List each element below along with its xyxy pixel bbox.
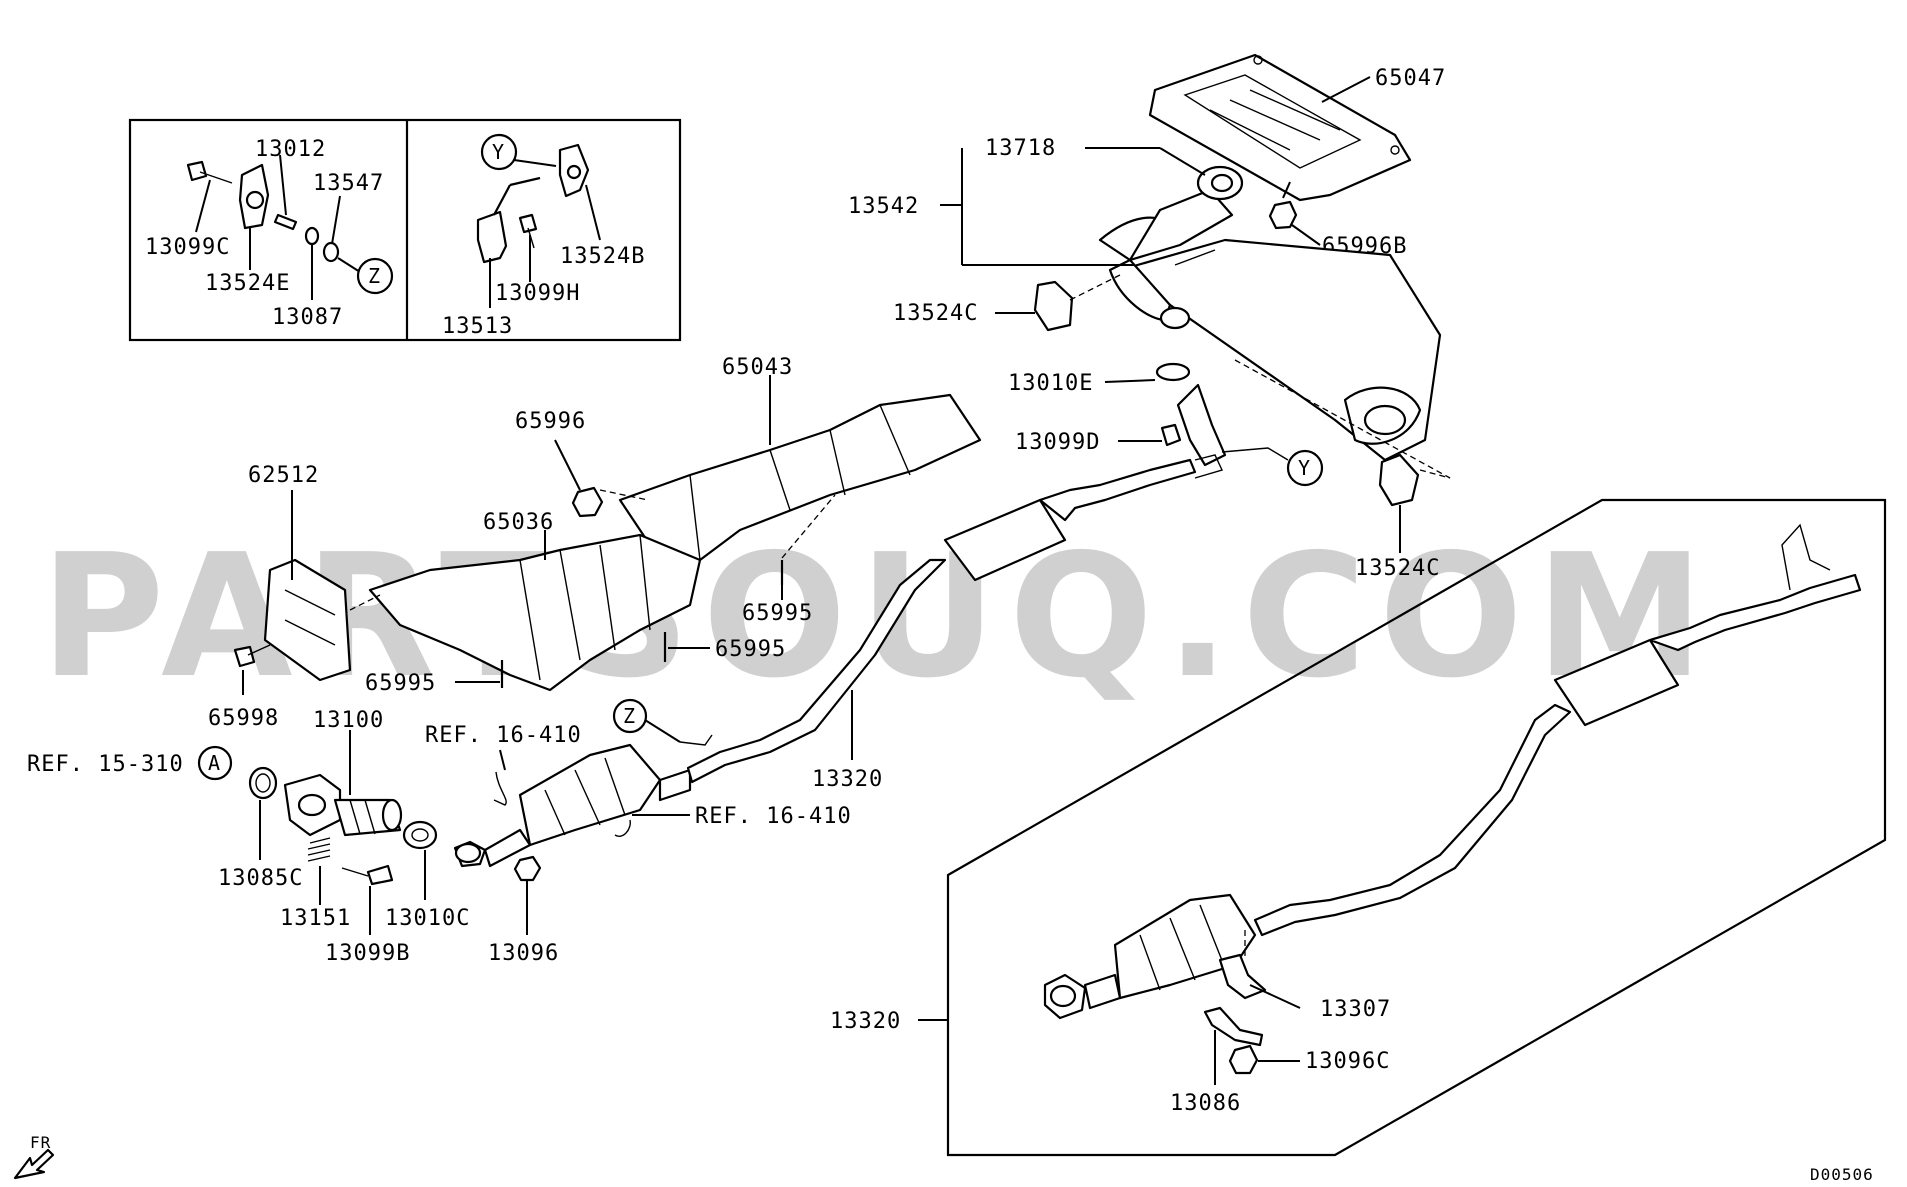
label-13099B: 13099B <box>325 941 410 966</box>
bolt-65998-icon <box>233 644 271 668</box>
circle-ref-y-main: Y <box>1298 456 1310 480</box>
bracket-13513-icon <box>476 176 541 264</box>
label-ref-16-410-b: REF. 16-410 <box>695 804 852 829</box>
label-13100: 13100 <box>313 708 384 733</box>
bolt-13099C-icon <box>186 160 233 184</box>
washer-13087-icon <box>304 226 320 246</box>
front-indicator-label: FR <box>30 1133 51 1152</box>
label-13320-inset: 13320 <box>830 1009 901 1034</box>
label-13547: 13547 <box>313 171 384 196</box>
detail-box: Y Z 13012 13547 13099C 13524E 13087 1352… <box>128 118 682 342</box>
label-13096C: 13096C <box>1305 1049 1390 1074</box>
label-ref-16-410-a: REF. 16-410 <box>425 723 582 748</box>
heat-protector-65047 <box>1148 53 1412 202</box>
label-65995-b: 65995 <box>715 637 786 662</box>
label-ref-15-310: REF. 15-310 <box>27 752 184 777</box>
nut-65996B-icon <box>1268 200 1298 230</box>
label-13099D: 13099D <box>1015 430 1100 455</box>
label-65043: 65043 <box>722 355 793 380</box>
gasket-13010C-icon <box>402 820 438 850</box>
gasket-13085C-icon <box>248 766 278 800</box>
label-13096: 13096 <box>488 941 559 966</box>
label-13086: 13086 <box>1170 1091 1241 1116</box>
nut-13096-icon <box>513 855 542 882</box>
label-13718: 13718 <box>985 136 1056 161</box>
bracket-13307-icon <box>1218 953 1267 1000</box>
label-13012: 13012 <box>255 137 326 162</box>
label-13524C-bottom: 13524C <box>1355 556 1440 581</box>
pin-13012-icon <box>273 213 298 231</box>
bracket-62512 <box>263 558 352 682</box>
label-13307: 13307 <box>1320 997 1391 1022</box>
label-13320-main: 13320 <box>812 767 883 792</box>
center-pipe-13320-main <box>686 454 1223 784</box>
front-pipe-13100 <box>283 773 403 837</box>
label-13087: 13087 <box>272 305 343 330</box>
hanger-13524C-bottom-icon <box>1378 453 1420 507</box>
label-13524B: 13524B <box>560 244 645 269</box>
label-13099C: 13099C <box>145 235 230 260</box>
inset-box <box>946 498 1887 1157</box>
label-13524E: 13524E <box>205 271 290 296</box>
bolt-13099H-icon <box>518 213 538 249</box>
gasket-13010E-icon <box>1155 362 1191 382</box>
label-65996: 65996 <box>515 409 586 434</box>
front-arrow-icon <box>13 1148 55 1180</box>
bracket-13086-icon <box>1203 1006 1264 1047</box>
bracket-13099D-icon <box>1176 383 1227 467</box>
hanger-13524C-top-icon <box>1033 280 1074 332</box>
label-13085C: 13085C <box>218 866 303 891</box>
circle-ref-a-main: A <box>208 751 220 775</box>
washer-13547-icon <box>322 241 340 263</box>
label-62512: 62512 <box>248 463 319 488</box>
label-13010C: 13010C <box>385 906 470 931</box>
diagram-code: D00506 <box>1810 1165 1874 1184</box>
circle-ref-z-main: Z <box>623 704 635 728</box>
label-65995-c: 65995 <box>742 601 813 626</box>
bracket-13524E-icon <box>238 163 270 230</box>
label-13524C-top: 13524C <box>893 301 978 326</box>
label-13099H: 13099H <box>495 281 580 306</box>
label-65047: 65047 <box>1375 66 1446 91</box>
catalytic-converter-main <box>453 743 692 868</box>
nut-13096C-icon <box>1228 1044 1259 1075</box>
label-13010E: 13010E <box>1008 371 1093 396</box>
label-65036: 65036 <box>483 510 554 535</box>
heat-shield-65036 <box>368 533 702 692</box>
circle-ref-y-box: Y <box>492 140 504 164</box>
label-13151: 13151 <box>280 906 351 931</box>
sensor-icon-b <box>614 819 631 837</box>
hanger-13524B-icon <box>558 143 590 198</box>
label-13513: 13513 <box>442 314 513 339</box>
label-65998: 65998 <box>208 706 279 731</box>
nut-65996-icon <box>571 486 604 518</box>
sensor-icon <box>493 771 507 806</box>
circle-ref-z-box: Z <box>368 264 380 288</box>
label-65995-a: 65995 <box>365 671 436 696</box>
spring-13151-icon <box>307 837 331 862</box>
label-13542: 13542 <box>848 194 919 219</box>
bolt-13099B-icon <box>341 864 394 886</box>
center-pipe-13320-inset <box>1043 523 1862 1020</box>
main-muffler-13542 <box>1098 165 1442 462</box>
